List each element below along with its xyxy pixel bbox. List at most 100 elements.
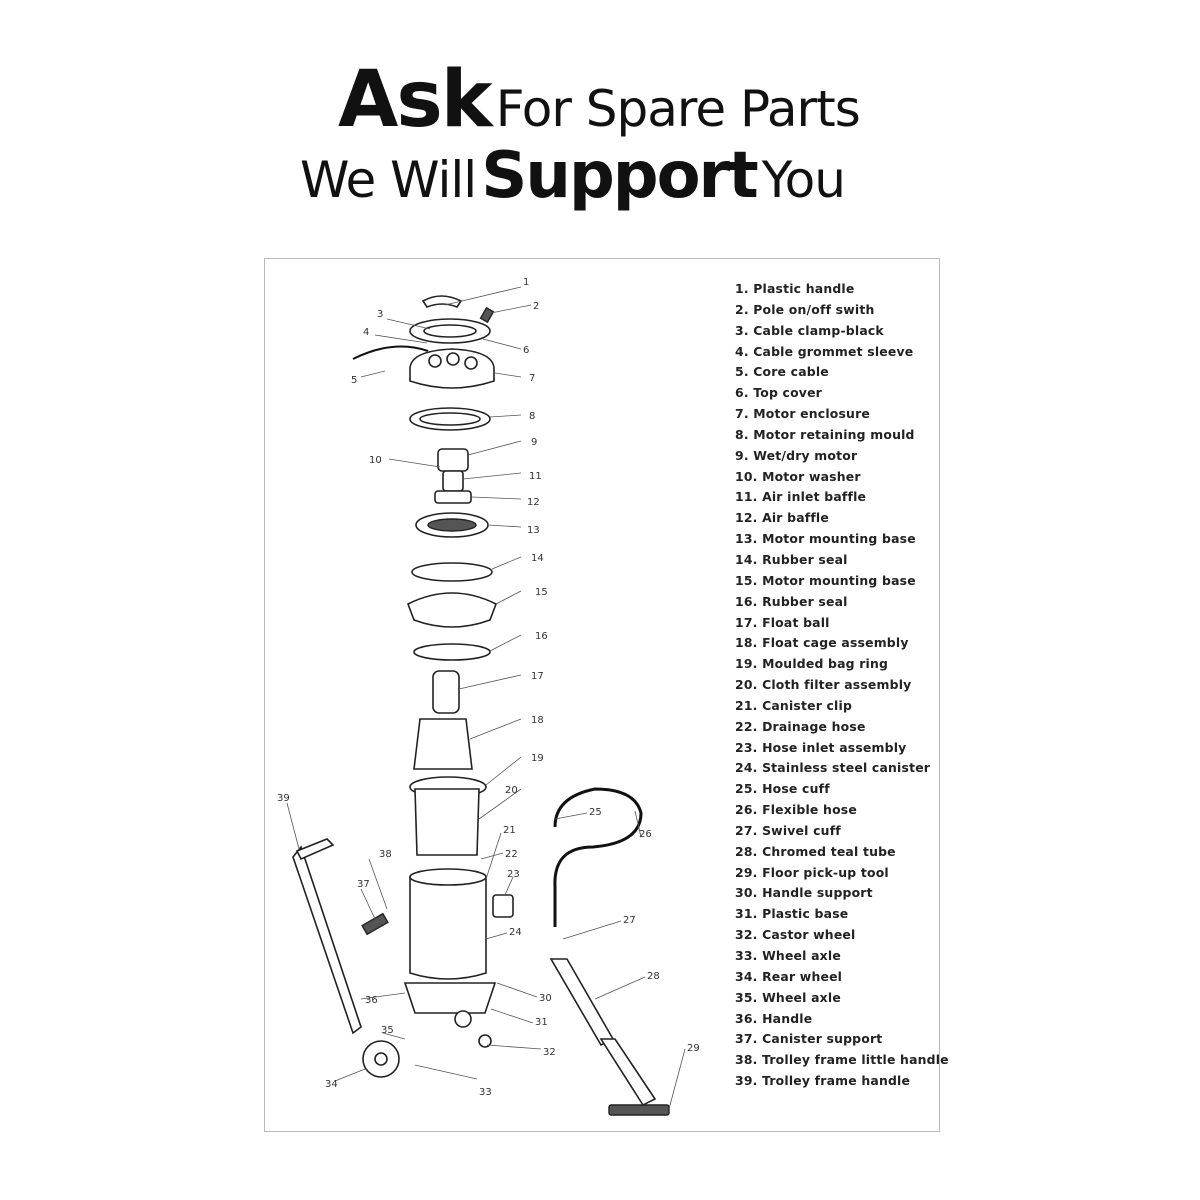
callout-24: 24 (509, 927, 522, 938)
castor-wheel-drawing (478, 1034, 492, 1048)
parts-list-item: 17. Float ball (735, 614, 830, 630)
callout-5: 5 (351, 375, 357, 386)
callout-20: 20 (505, 785, 518, 796)
switch-drawing (479, 306, 495, 324)
cloth-filter-drawing (414, 788, 480, 856)
parts-list-item: 14. Rubber seal (735, 551, 848, 567)
callout-6: 6 (523, 345, 529, 356)
callout-3: 3 (377, 309, 383, 320)
callout-15: 15 (535, 587, 548, 598)
plastic-handle-drawing (421, 295, 463, 308)
flexible-hose-drawing (553, 787, 643, 927)
parts-list-item: 21. Canister clip (735, 697, 853, 713)
callout-39: 39 (277, 793, 290, 804)
rear-wheel-hub-drawing (374, 1052, 388, 1066)
parts-list-item: 26. Flexible hose (735, 802, 857, 818)
parts-list-item: 30. Handle support (735, 885, 873, 901)
parts-list-item: 15. Motor mounting base (735, 572, 916, 588)
callout-28: 28 (647, 971, 660, 982)
parts-list-item: 18. Float cage assembly (735, 635, 909, 651)
vacuum-exploded-diagram: 1 2 3 4 5 6 7 8 9 10 11 12 13 14 15 16 1… (277, 277, 700, 1116)
callout-17: 17 (531, 671, 544, 682)
callout-14: 14 (531, 553, 544, 564)
parts-list-item: 36. Handle (735, 1010, 813, 1026)
callout-19: 19 (531, 753, 544, 764)
chromed-tube-lower-drawing (599, 1038, 657, 1107)
callout-16: 16 (535, 631, 548, 642)
callout-26: 26 (639, 829, 652, 840)
trolley-handle-grip-drawing (295, 838, 335, 861)
parts-list-item: 6. Top cover (735, 385, 822, 401)
parts-list-item: 31. Plastic base (735, 906, 849, 922)
parts-list-item: 37. Canister support (735, 1031, 883, 1047)
parts-list-item: 20. Cloth filter assembly (735, 677, 912, 693)
parts-list: 1. Plastic handle 2. Pole on/off swith 3… (735, 279, 949, 1092)
float-ball-drawing (432, 670, 460, 714)
parts-list-item: 11. Air inlet baffle (735, 489, 867, 505)
parts-list-item: 33. Wheel axle (735, 948, 841, 963)
motor-mounting-base-lower-drawing (406, 592, 498, 628)
chromed-tube-drawing (549, 958, 615, 1047)
callout-30: 30 (539, 993, 552, 1004)
rubber-seal-upper-drawing (411, 562, 493, 582)
callout-10: 10 (369, 455, 382, 466)
parts-list-item: 3. Cable clamp-black (735, 322, 884, 338)
parts-list-item: 29. Floor pick-up tool (735, 864, 889, 880)
parts-list-item: 13. Motor mounting base (735, 531, 916, 547)
parts-list-item: 22. Drainage hose (735, 718, 866, 734)
parts-list-item: 34. Rear wheel (735, 968, 843, 984)
callout-34: 34 (325, 1079, 338, 1090)
headline-ask: Ask (338, 55, 493, 145)
headline-you: You (761, 151, 846, 209)
callout-4: 4 (363, 327, 369, 338)
callout-21: 21 (503, 825, 516, 836)
leader-lines (286, 286, 686, 1110)
parts-list-item: 4. Cable grommet sleeve (735, 343, 914, 359)
parts-list-item: 38. Trolley frame little handle (735, 1052, 949, 1068)
rubber-seal-lower-drawing (413, 643, 491, 661)
callout-7: 7 (529, 373, 535, 384)
callout-31: 31 (535, 1017, 548, 1028)
headline-line-1: Ask For Spare Parts (338, 55, 861, 145)
headline-line-2: We Will Support You (300, 139, 846, 213)
parts-list-item: 39. Trolley frame handle (735, 1073, 911, 1089)
callout-22: 22 (505, 849, 518, 860)
top-cover-inner (423, 324, 477, 338)
parts-list-item: 35. Wheel axle (735, 989, 841, 1005)
callout-25: 25 (589, 807, 602, 818)
canister-support-drawing (361, 912, 389, 936)
motor-enclosure-drawing (409, 348, 495, 389)
callout-36: 36 (365, 995, 378, 1006)
trolley-frame-handle-drawing (292, 845, 362, 1035)
callout-35: 35 (381, 1025, 394, 1036)
parts-list-item: 19. Moulded bag ring (735, 656, 889, 672)
callout-8: 8 (529, 411, 535, 422)
callout-18: 18 (531, 715, 544, 726)
parts-list-item: 2. Pole on/off swith (735, 301, 875, 317)
parts-list-item: 27. Swivel cuff (735, 822, 841, 838)
callout-2: 2 (533, 301, 539, 312)
callout-13: 13 (527, 525, 540, 536)
callout-37: 37 (357, 879, 370, 890)
callout-numbers: 1 2 3 4 5 6 7 8 9 10 11 12 13 14 15 16 1… (277, 277, 700, 1098)
callout-27: 27 (623, 915, 636, 926)
callout-23: 23 (507, 869, 520, 880)
parts-list-item: 32. Castor wheel (735, 927, 856, 943)
exploded-diagram-panel: 1 2 3 4 5 6 7 8 9 10 11 12 13 14 15 16 1… (264, 258, 949, 1132)
callout-1: 1 (523, 277, 529, 288)
callout-33: 33 (479, 1087, 492, 1098)
headline-support: Support (481, 139, 758, 213)
headline-we-will: We Will (300, 151, 477, 209)
callout-11: 11 (529, 471, 542, 482)
parts-list-item: 12. Air baffle (735, 510, 829, 526)
float-cage-drawing (413, 718, 473, 770)
parts-list-item: 1. Plastic handle (735, 281, 855, 296)
headline-for-spare-parts: For Spare Parts (495, 80, 861, 138)
parts-list-item: 8. Motor retaining mould (735, 426, 915, 442)
parts-list-item: 25. Hose cuff (735, 781, 830, 797)
hose-inlet-drawing (492, 894, 514, 918)
callout-32: 32 (543, 1047, 556, 1058)
parts-list-item: 10. Motor washer (735, 468, 861, 484)
motor-drawing (434, 448, 472, 504)
callout-29: 29 (687, 1043, 700, 1054)
